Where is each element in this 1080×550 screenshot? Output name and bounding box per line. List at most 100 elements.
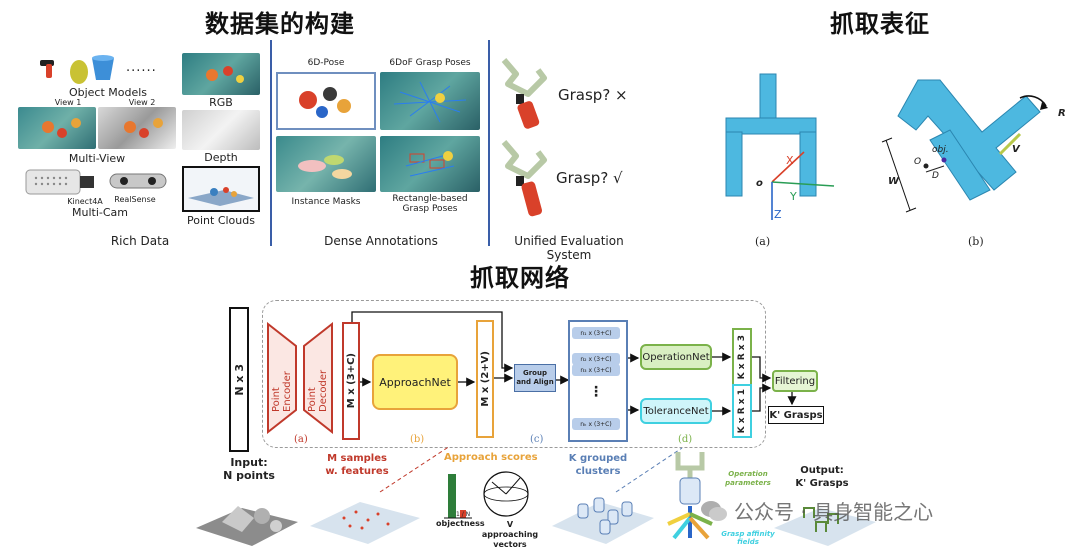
filtering-label: Filtering: [774, 375, 816, 387]
tolerance-output-block: K x R x 1: [732, 384, 752, 438]
operation-params-caption-1: Operation: [728, 470, 768, 478]
view1-image: [18, 107, 96, 149]
object-models-icons: [40, 55, 114, 84]
dataset-title: 数据集的构建: [205, 10, 355, 38]
caption-b: (b): [968, 235, 984, 248]
operation-params-caption-2: parameters: [725, 479, 771, 487]
input-caption: Input: N points: [214, 456, 284, 482]
gripper-params-diagram-b: R V W O D obj.: [881, 79, 1066, 213]
cluster-3-label: n₃ x (3+C): [580, 366, 612, 374]
rgb-label: RGB: [209, 96, 233, 109]
approach-scores-graphics: [444, 471, 529, 519]
y-axis-label: Y: [789, 190, 797, 203]
z-axis-label: Z: [774, 208, 782, 221]
grasp-representation-title: 抓取表征: [830, 10, 930, 38]
input-pointcloud-image: [196, 506, 298, 546]
output-grasps-image: [774, 507, 876, 546]
pose6d-image: [276, 72, 376, 130]
grasp-ok-label: Grasp? √: [556, 169, 623, 187]
unified-eval-label: Unified Evaluation System: [514, 234, 624, 262]
origin-label: o: [756, 178, 763, 189]
group-align-block: Group and Align: [514, 364, 556, 392]
cluster-ellipsis: ⋮: [586, 380, 606, 404]
sampled-features-block: M x (3+C): [342, 322, 360, 440]
stage-a-label: (a): [294, 434, 308, 445]
watermark-text: 公众号 · 具身智能之心: [734, 500, 934, 524]
k-grouped-pointer: [615, 447, 683, 493]
k-grouped-caption: K grouped clusters: [566, 452, 630, 478]
k-grouped-image: [552, 497, 654, 544]
m-samples-caption: M samples w. features: [322, 452, 392, 478]
sampled-features-label: M x (3+C): [345, 353, 357, 409]
v-approaching-caption: V approaching vectors: [478, 520, 542, 550]
grasp-network-title: 抓取网络: [470, 264, 570, 292]
multi-cam-label: Multi-Cam: [72, 206, 128, 219]
stage-d-label: (d): [678, 434, 693, 445]
depth-label: Depth: [204, 151, 238, 164]
wechat-icon: [701, 500, 727, 521]
x-axis-label: X: [786, 154, 794, 167]
rect-grasp-label-1: Rectangle-based: [392, 194, 468, 204]
separator-1: [270, 40, 272, 246]
m-samples-caption-1: M samples: [327, 453, 387, 464]
pose6d-label: 6D-Pose: [307, 58, 345, 68]
point-decoder-label: Point Decoder: [307, 369, 329, 412]
output-caption: Output: K' Grasps: [782, 464, 862, 490]
rect-grasp-label-2: Grasp Poses: [402, 204, 458, 214]
caption-a: (a): [755, 235, 771, 248]
k-grouped-caption-2: clusters: [575, 466, 621, 477]
rich-data-label: Rich Data: [110, 234, 170, 248]
depth-image: [182, 110, 260, 150]
objectness-label: objectness: [436, 519, 485, 528]
operationnet-label: OperationNet: [642, 351, 710, 363]
multi-view-label: Multi-View: [68, 152, 126, 165]
dataset-panel: ...... Object Models View 1 View 2 Multi…: [0, 40, 650, 262]
rect-grasp-lines: [405, 151, 455, 177]
d-label: D: [932, 171, 939, 181]
input-caption-2: N points: [223, 469, 275, 482]
cluster-3: n₃ x (3+C): [572, 364, 620, 376]
approach-output-block: M x (2+V): [476, 320, 494, 438]
encoder-decoder-shapes: [267, 322, 333, 434]
instance-masks-image: [276, 136, 376, 192]
tolerance-output-label: K x R x 1: [737, 388, 747, 434]
grasp-fail-label: Grasp? ×: [558, 86, 628, 104]
obj-label: obj.: [932, 145, 949, 155]
m-samples-image: [310, 502, 420, 544]
rgb-image: [182, 53, 260, 95]
gripper-frame-diagram-a: o X Y Z: [725, 73, 835, 221]
stage-c-label: (c): [530, 434, 544, 445]
input-caption-1: Input:: [230, 456, 268, 469]
realsense-label: RealSense: [114, 195, 156, 204]
cluster-1: n₁ x (3+C): [572, 327, 620, 339]
cluster-1-label: n₁ x (3+C): [580, 329, 612, 337]
point-cloud-image: [182, 166, 260, 212]
grasp-affinity-caption-1: Grasp affinity: [721, 530, 775, 538]
pose6d-objects: [299, 87, 351, 118]
cluster-k: nₖ x (3+C): [572, 418, 620, 430]
multiview-objects: [42, 118, 163, 138]
w-label: W: [888, 176, 900, 187]
cluster-2: n₂ x (3+C): [572, 353, 620, 365]
approach-scores-caption: Approach scores: [444, 452, 538, 463]
group-align-label: Group and Align: [516, 369, 554, 386]
v-approaching-caption-2: vectors: [493, 540, 527, 549]
point-encoder-label: Point Encoder: [271, 371, 293, 412]
grasp-fail-gripper: [501, 58, 547, 129]
object-models-label: Object Models: [68, 86, 148, 99]
object-models-dots: ......: [126, 60, 157, 75]
cluster-ellipsis-label: ⋮: [589, 384, 603, 400]
tolerancenet-block: ToleranceNet: [640, 398, 712, 424]
v-approaching-caption-1: V approaching: [481, 520, 539, 539]
o-label: O: [914, 157, 921, 167]
filtering-block: Filtering: [772, 370, 818, 392]
operation-output-block: K x R x 3: [732, 328, 752, 386]
k-grouped-caption-1: K grouped: [568, 453, 628, 464]
instance-masks-objects: [298, 155, 352, 179]
input-tensor-label: N x 3: [232, 363, 246, 396]
output-caption-1: Output:: [800, 465, 844, 476]
camera-icons: [25, 169, 167, 195]
operation-output-label: K x R x 3: [737, 334, 747, 380]
m-samples-caption-2: w. features: [325, 466, 389, 477]
